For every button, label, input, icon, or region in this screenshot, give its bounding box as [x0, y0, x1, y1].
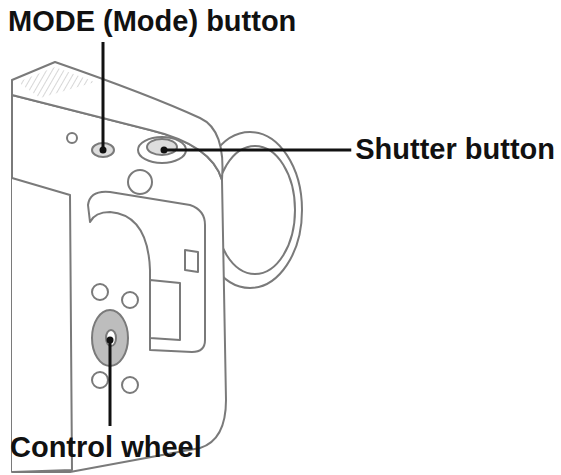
fn-button [92, 284, 108, 300]
strap-lug [185, 250, 198, 272]
leader-dot [161, 147, 168, 154]
leader-line [102, 42, 105, 150]
leader-line [164, 149, 351, 152]
shutter-button [147, 139, 177, 155]
dial [128, 170, 152, 194]
camera-body [12, 95, 226, 472]
playback-button [122, 292, 138, 308]
small-button [67, 133, 77, 143]
part-label: Shutter button [355, 132, 555, 166]
leader-dot [100, 147, 107, 154]
top-texture [18, 67, 95, 98]
leader-line [109, 340, 112, 426]
rear-screen [12, 178, 72, 472]
lens-ring [215, 146, 295, 274]
side-cover [150, 280, 180, 340]
part-label: MODE (Mode) button [8, 4, 296, 38]
part-label: Control wheel [10, 430, 202, 464]
menu-button [122, 377, 138, 393]
leader-dot [107, 337, 114, 344]
top-plate [12, 62, 223, 180]
delete-button [92, 372, 108, 388]
